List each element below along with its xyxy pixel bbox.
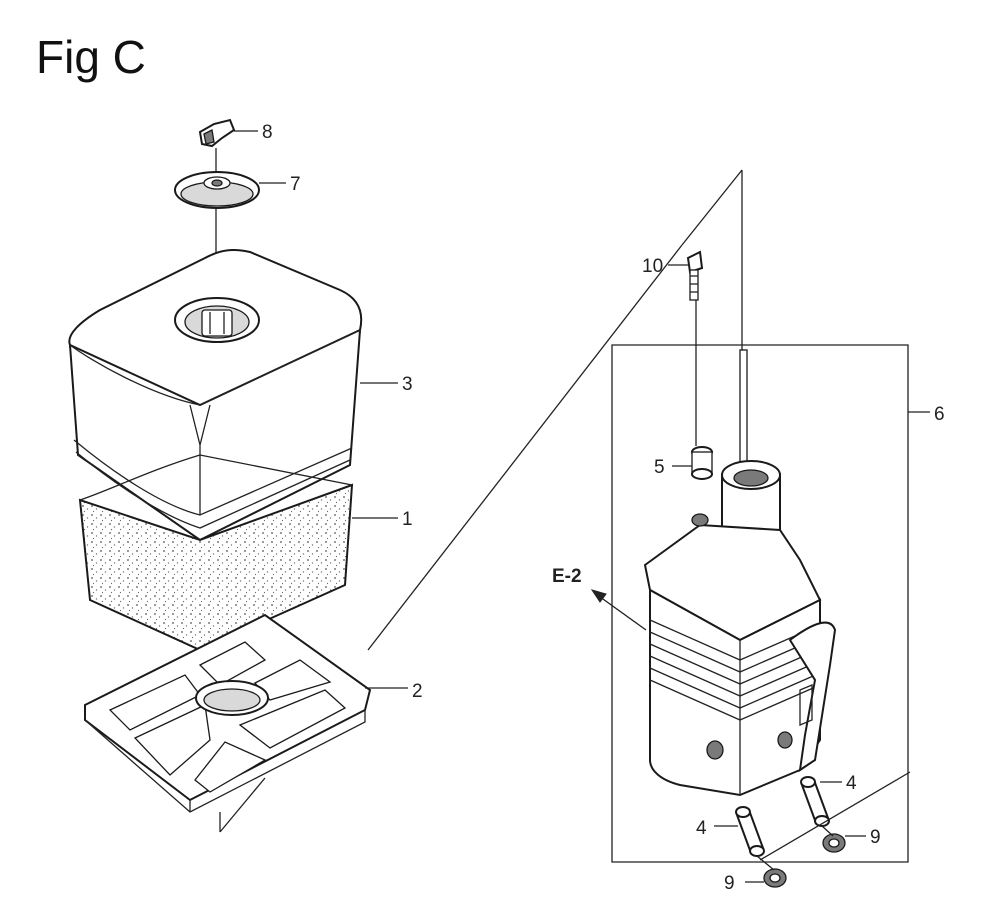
bolt-part xyxy=(686,250,704,301)
foam-element-part xyxy=(78,454,354,652)
callout-9a: 9 xyxy=(724,873,735,894)
collar-part xyxy=(691,446,713,480)
callout-e2: E-2 xyxy=(552,566,582,587)
air-cleaner-base-part xyxy=(84,613,372,813)
callout-3: 3 xyxy=(402,374,413,395)
drain-tube-part-b xyxy=(800,776,830,827)
callout-6: 6 xyxy=(934,404,945,425)
washer-part xyxy=(174,171,260,209)
callout-4a: 4 xyxy=(696,818,707,839)
callout-7: 7 xyxy=(290,174,301,195)
part-6-bracket xyxy=(611,344,909,863)
wing-nut-part xyxy=(198,118,236,148)
drain-tube-part-a xyxy=(735,806,765,857)
callout-4b: 4 xyxy=(846,773,857,794)
clamp-part-b xyxy=(822,833,846,853)
callout-1: 1 xyxy=(402,509,413,530)
callout-9b: 9 xyxy=(870,827,881,848)
stud-rod xyxy=(739,349,748,471)
callout-10: 10 xyxy=(642,256,663,277)
clamp-part-a xyxy=(763,868,787,888)
air-cleaner-elbow-part xyxy=(643,460,837,797)
callout-2: 2 xyxy=(412,681,423,702)
figure-title: Fig C xyxy=(36,31,146,83)
callout-5: 5 xyxy=(654,457,665,478)
callout-8: 8 xyxy=(262,122,273,143)
air-cleaner-cover-part xyxy=(68,249,363,542)
